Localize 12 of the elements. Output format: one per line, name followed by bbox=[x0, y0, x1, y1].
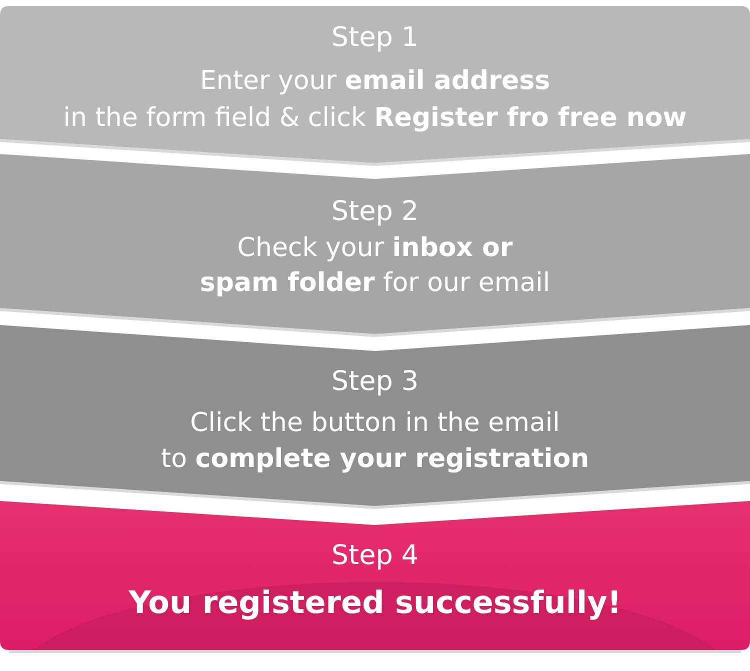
chevron-step-band bbox=[0, 6, 750, 166]
chevron-step-band bbox=[0, 154, 750, 337]
step-description: Check your inbox or spam folder for our email bbox=[200, 232, 550, 300]
chevron-step-band bbox=[0, 501, 750, 653]
step-heading: Step 3 bbox=[331, 364, 419, 398]
step-description: Enter your email address in the form field & click Register fro free now bbox=[63, 64, 687, 134]
step-heading: Step 4 bbox=[331, 538, 419, 572]
step-heading: Step 1 bbox=[331, 20, 419, 54]
chevron-step-band bbox=[0, 325, 750, 509]
step-description: You registered successfully! bbox=[128, 584, 622, 622]
step-description: Click the button in the email to complete your registration bbox=[160, 407, 590, 476]
step-heading: Step 2 bbox=[331, 194, 419, 228]
